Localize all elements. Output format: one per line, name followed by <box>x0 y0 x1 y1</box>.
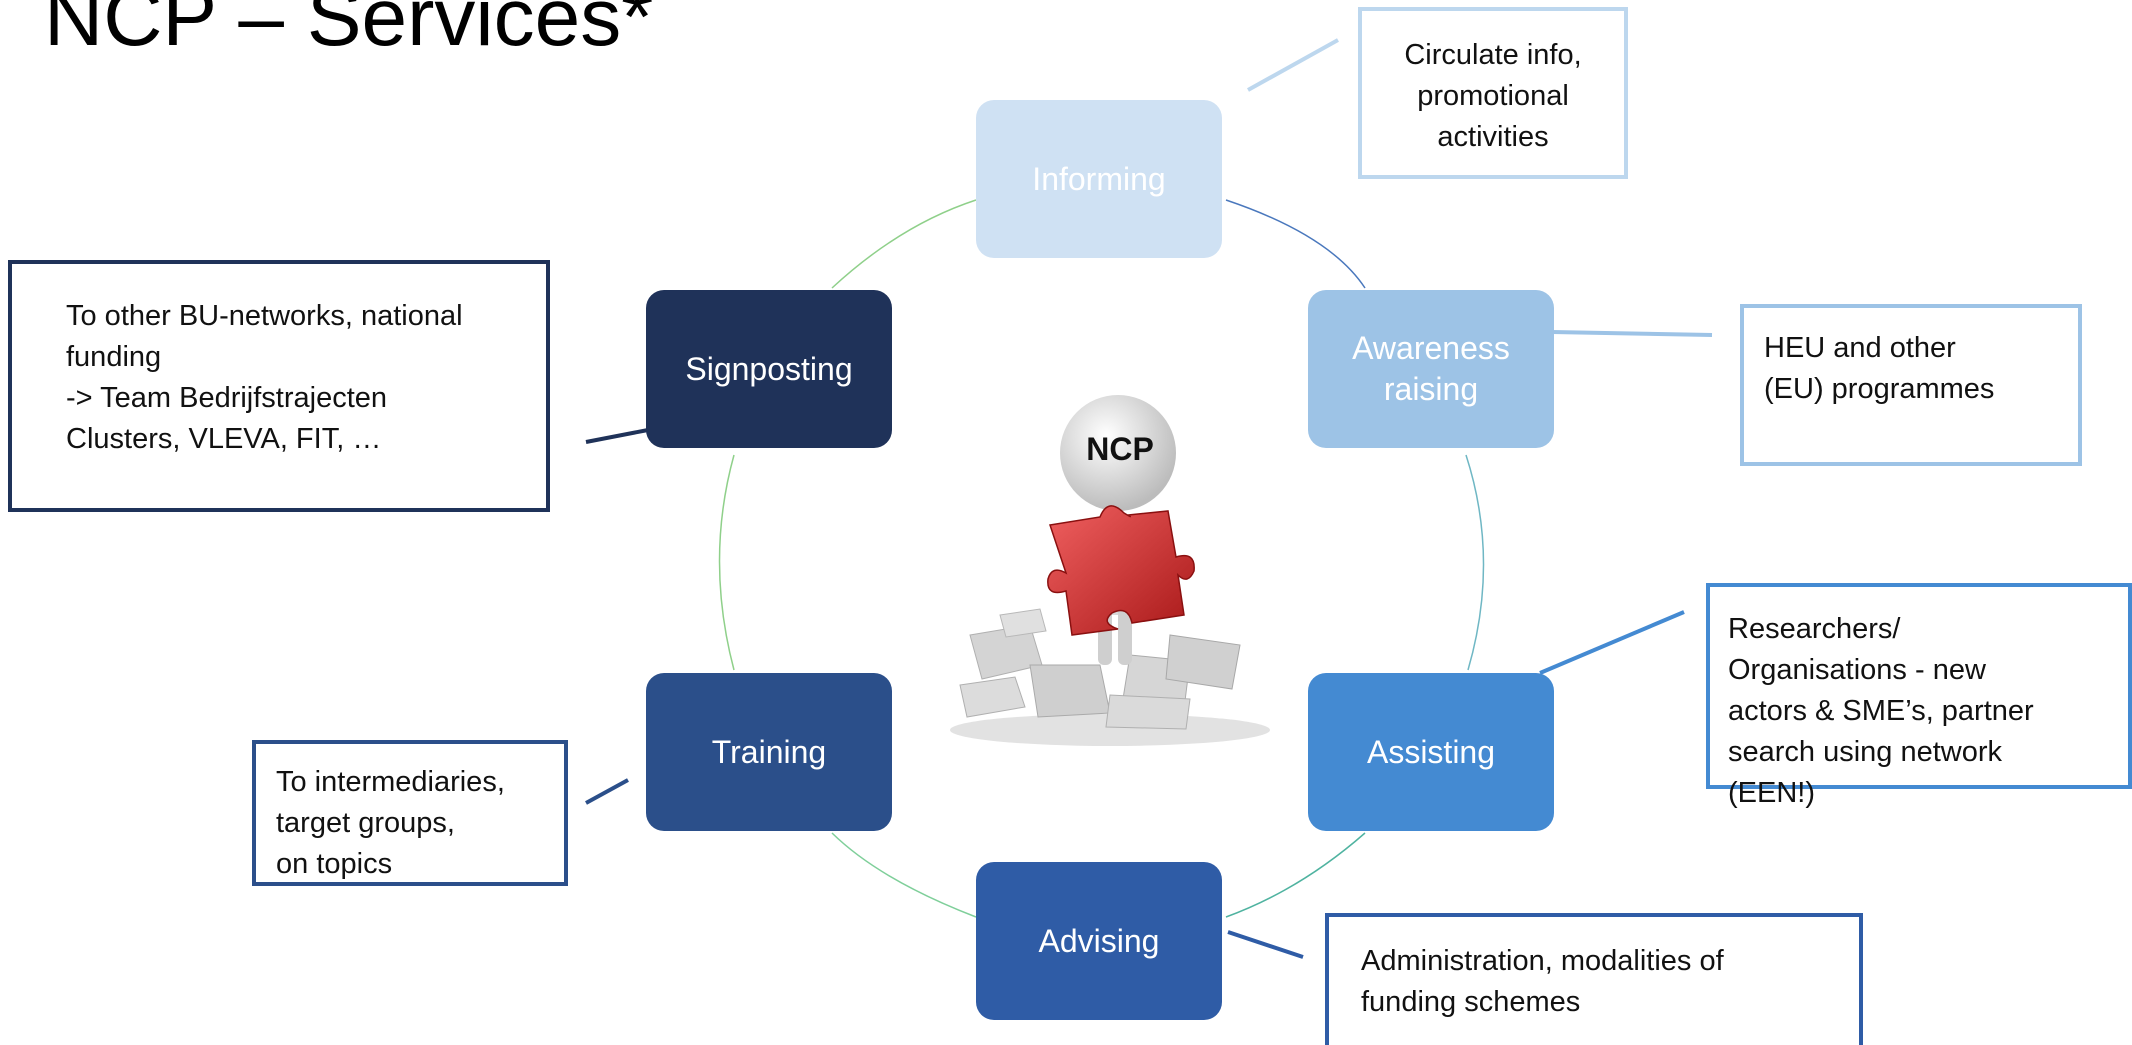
leader-training <box>585 778 629 805</box>
callout-training: To intermediaries, target groups, on top… <box>252 740 568 886</box>
ring-arc-training-signposting <box>718 454 735 671</box>
node-training: Training <box>646 673 892 831</box>
leader-assisting <box>1539 610 1685 675</box>
callout-advising: Administration, modalities of funding sc… <box>1325 913 1863 1045</box>
ring-arc-advising-training <box>831 832 977 918</box>
node-training-label: Training <box>711 733 827 770</box>
ring-arc-informing-awareness <box>1225 199 1366 289</box>
node-informing: Informing <box>976 100 1222 258</box>
callout-signposting: To other BU-networks, national funding -… <box>8 260 550 512</box>
leader-awareness <box>1551 330 1713 337</box>
node-signposting-label: Signposting <box>685 350 853 387</box>
node-advising: Advising <box>976 862 1222 1020</box>
node-awareness-raising-label: Awareness raising <box>1352 330 1510 407</box>
ncp-center-label: NCP <box>1086 431 1154 467</box>
leader-signposting <box>585 428 649 444</box>
ncp-figure-image <box>950 395 1270 746</box>
ring-arc-awareness-assisting <box>1465 454 1485 671</box>
node-awareness-raising: Awareness raising <box>1308 290 1554 448</box>
callout-assisting: Researchers/ Organisations - new actors … <box>1706 583 2132 809</box>
node-informing-label: Informing <box>1032 160 1166 197</box>
node-assisting-label: Assisting <box>1366 733 1496 770</box>
node-advising-label: Advising <box>1038 922 1160 959</box>
leader-advising <box>1227 930 1304 959</box>
ring-arc-signposting-informing <box>831 199 977 289</box>
callout-informing: Circulate info, promotional activities <box>1358 7 1628 179</box>
callout-awareness-raising: HEU and other (EU) programmes <box>1740 304 2082 466</box>
ring-arc-assisting-advising <box>1225 832 1366 918</box>
node-signposting: Signposting <box>646 290 892 448</box>
page-title: NCP – Services* <box>44 0 654 63</box>
leader-informing <box>1247 38 1339 92</box>
node-assisting: Assisting <box>1308 673 1554 831</box>
